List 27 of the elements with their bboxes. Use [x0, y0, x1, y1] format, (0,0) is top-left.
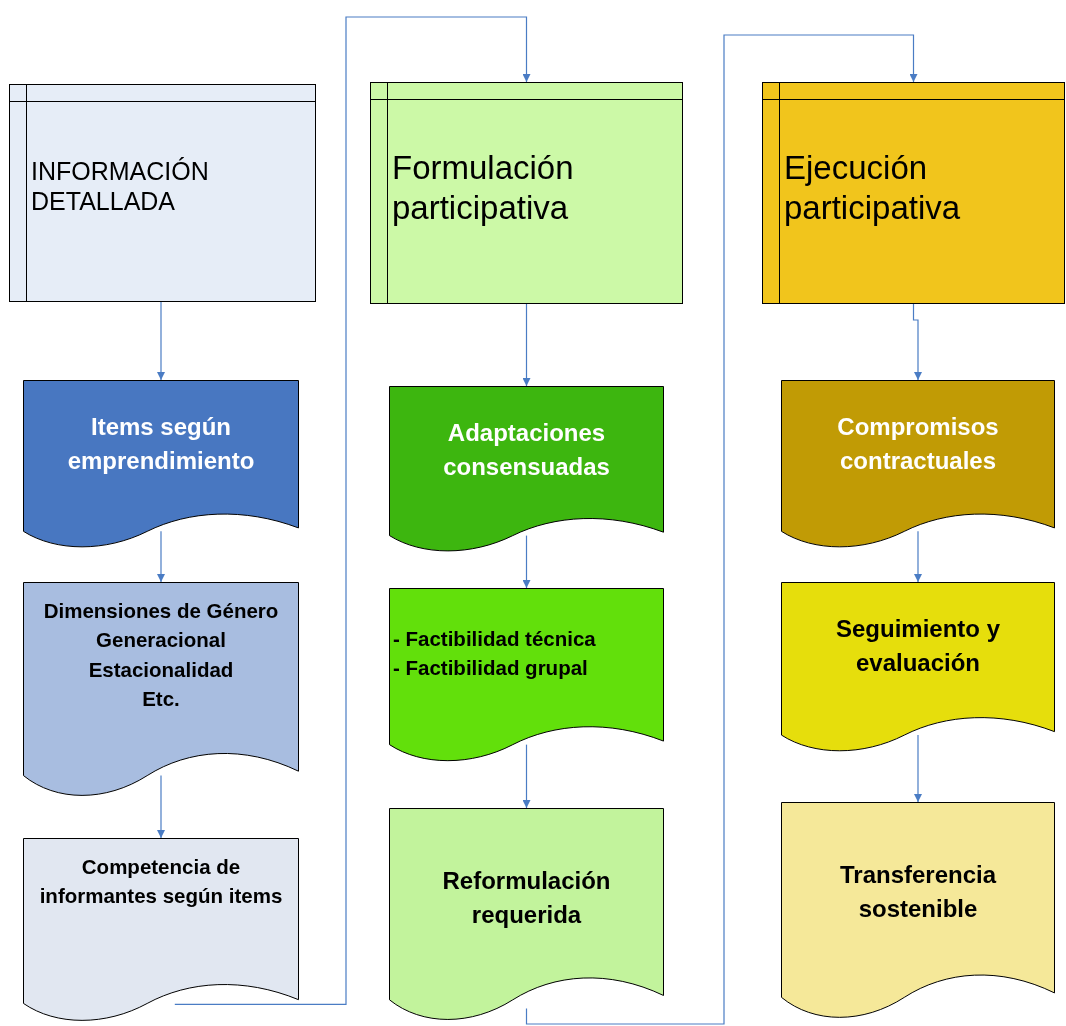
connector-arrow — [157, 530, 165, 583]
connector-arrow — [522, 535, 531, 589]
connector-arrow — [522, 744, 531, 809]
step-text: Dimensiones de Género — [42, 598, 280, 624]
step-text: Transferencia sostenible — [838, 860, 998, 924]
step-text: Competencia de informantes según items — [38, 854, 284, 910]
step-text: - Factibilidad técnica — [393, 626, 597, 652]
connector-arrow — [174, 16, 531, 1005]
step-text: Compromisos contractuales — [836, 412, 1000, 476]
connector-arrow — [525, 34, 918, 1025]
step-text: Estacionalidad — [87, 656, 235, 683]
connector-arrow — [914, 530, 922, 583]
connector-arrow — [914, 734, 922, 803]
step-text: - Factibilidad grupal — [393, 655, 589, 682]
step-text: Reformulación requerida — [441, 866, 612, 930]
step-text: Etc. — [141, 685, 181, 712]
connector-arrow — [912, 303, 922, 381]
step-text: Adaptaciones consensuadas — [442, 418, 611, 482]
step-text: Seguimiento y evaluación — [835, 614, 1001, 678]
heading-text: Formulación participativa — [392, 148, 575, 228]
connector-arrow — [157, 775, 165, 839]
connector-arrow — [157, 301, 165, 381]
connector-arrow — [522, 303, 531, 387]
step-text: Generacional — [95, 627, 227, 654]
heading-text: Ejecución participativa — [784, 148, 962, 228]
step-text: Items según emprendimiento — [66, 412, 256, 476]
heading-text: INFORMACIÓN DETALLADA — [31, 156, 210, 216]
